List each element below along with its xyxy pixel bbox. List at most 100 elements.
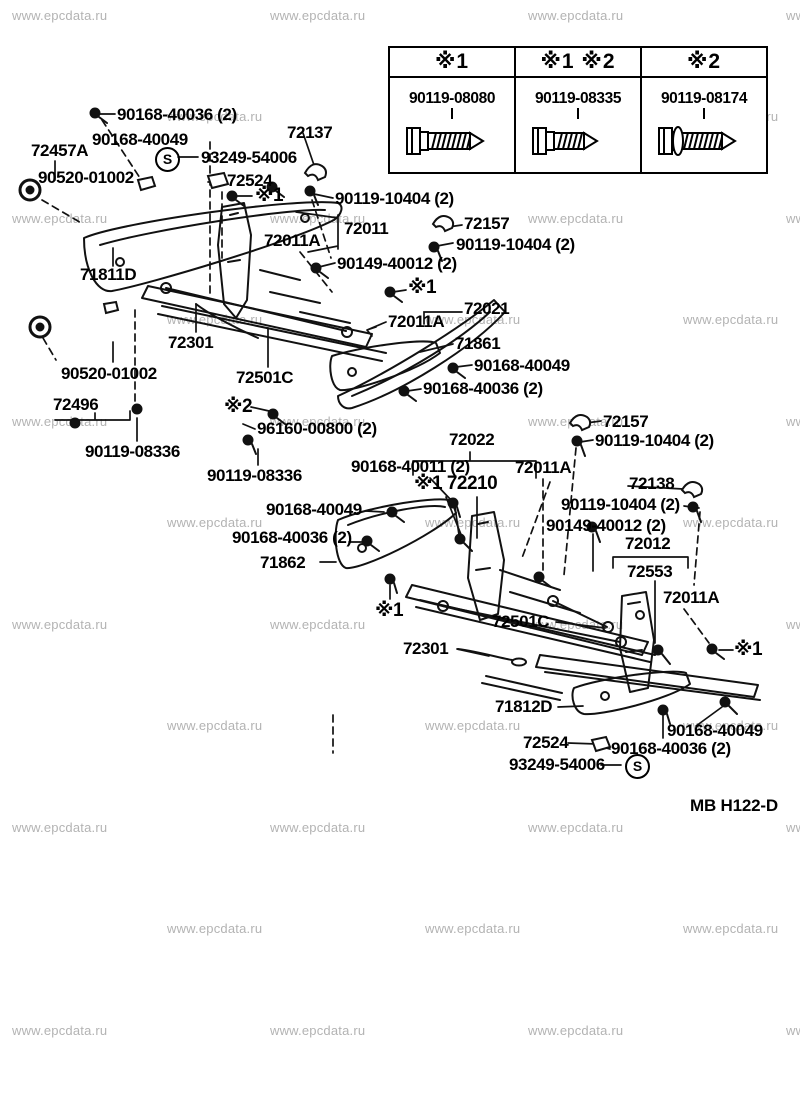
watermark-text: www.epcdata.ru: [528, 211, 624, 226]
watermark-text: www.epcdata.ru: [167, 515, 263, 530]
part-number-label: 72157: [603, 412, 649, 431]
watermark-text: www.epcdata.ru: [167, 921, 263, 936]
legend-column: ※1 ※2 90119-08335: [514, 48, 640, 172]
watermark-text: www.epcdata.ru: [167, 718, 263, 733]
part-number-label: 72501C: [492, 612, 550, 631]
part-number-label: 90149-40012 (2): [337, 254, 457, 273]
watermark-text: www.epcdata.ru: [167, 109, 263, 124]
part-number-label: 71812D: [495, 697, 553, 716]
note-marker-label: ※1: [375, 600, 404, 621]
note-marker-label: ※2: [224, 396, 253, 417]
part-number-label: 90520-01002: [38, 168, 134, 187]
bolt-markers: [69, 107, 731, 716]
part-number-label: 72021: [464, 299, 510, 318]
watermark-text: www.epcdata.ru: [12, 414, 108, 429]
watermark-text: www.epcdata.ru: [786, 617, 800, 632]
part-number-label: 72011A: [663, 588, 720, 607]
part-number-label: 72011: [344, 219, 389, 238]
part-number-label: 90168-40049: [474, 356, 570, 375]
legend-part-number: 90119-08335: [534, 89, 622, 107]
watermark-text: www.epcdata.ru: [12, 617, 108, 632]
part-number-label: 71861: [455, 334, 501, 353]
part-number-label: 72011A: [264, 231, 321, 250]
watermark-text: www.epcdata.ru: [786, 211, 800, 226]
part-number-label: 90119-10404 (2): [335, 189, 454, 208]
part-number-label: 90119-08336: [85, 442, 180, 461]
part-number-label: 72524: [523, 733, 569, 752]
legend-part-number: 90119-08080: [408, 89, 496, 107]
part-number-label: 72457A: [31, 141, 89, 160]
part-number-label: 90168-40011 (2): [351, 457, 470, 476]
legend-column-body: 90119-08335: [516, 78, 640, 172]
part-number-label: 90119-08336: [207, 466, 302, 485]
part-number-label: 72553: [627, 562, 673, 581]
part-number-label: 90168-40049: [266, 500, 362, 519]
part-number-label: 72496: [53, 395, 99, 414]
note-marker-label: ※1: [734, 639, 763, 660]
part-number-label: 93249-54006: [509, 755, 605, 774]
part-number-label: 72301: [403, 639, 449, 658]
part-number-label: 72012: [625, 534, 671, 553]
watermark-text: www.epcdata.ru: [786, 820, 800, 835]
watermark-text: www.epcdata.ru: [683, 312, 779, 327]
part-number-label: 72157: [464, 214, 510, 233]
legend-column-header: ※1 ※2: [516, 48, 640, 78]
legend-column-header: ※1: [390, 48, 514, 78]
legend-column-body: 90119-08174: [642, 78, 766, 172]
watermark-text: www.epcdata.ru: [270, 1023, 366, 1038]
diagram-code: MB H122-D: [690, 796, 778, 815]
note-marker-label: ※1: [408, 277, 437, 298]
watermark-text: www.epcdata.ru: [425, 718, 521, 733]
watermark-text: www.epcdata.ru: [270, 820, 366, 835]
assembly-front-left: [83, 201, 506, 410]
watermark-text: www.epcdata.ru: [270, 617, 366, 632]
note-marker-label: ※1: [255, 185, 284, 206]
part-number-label: 72011A: [388, 312, 445, 331]
watermark-text: www.epcdata.ru: [12, 1023, 108, 1038]
part-number-label: 72011A: [515, 458, 572, 477]
part-number-label: 90520-01002: [61, 364, 157, 383]
circled-s-symbol: S: [155, 147, 180, 172]
watermark-text: www.epcdata.ru: [425, 312, 521, 327]
watermark-text: www.epcdata.ru: [528, 8, 624, 23]
legend-pointer-line: [577, 107, 579, 119]
watermark-text: www.epcdata.ru: [786, 8, 800, 23]
part-number-label: 72137: [287, 123, 333, 142]
watermark-text: www.epcdata.ru: [12, 820, 108, 835]
watermark-text: www.epcdata.ru: [786, 1023, 800, 1038]
watermark-text: www.epcdata.ru: [528, 1023, 624, 1038]
part-number-label: 72301: [168, 333, 214, 352]
legend-pointer-line: [451, 107, 453, 119]
legend-column: ※1 90119-08080: [390, 48, 514, 172]
part-number-label: 72524: [227, 171, 273, 190]
fasteners: [18, 107, 738, 753]
legend-column: ※2 90119-08174: [640, 48, 766, 172]
legend-column-body: 90119-08080: [390, 78, 514, 172]
part-number-label: 90168-40036 (2): [611, 739, 731, 758]
part-number-label: 71811D: [80, 265, 137, 284]
part-number-label: 90168-40036 (2): [117, 105, 237, 124]
part-number-label: 90168-40036 (2): [423, 379, 543, 398]
watermark-text: www.epcdata.ru: [528, 820, 624, 835]
watermark-text: www.epcdata.ru: [786, 414, 800, 429]
part-number-label: 90168-40036 (2): [232, 528, 352, 547]
watermark-text: www.epcdata.ru: [683, 515, 779, 530]
part-number-label: 90149-40012 (2): [546, 516, 666, 535]
fastener-legend-table: ※1 90119-08080 ※1 ※2 90119-08335: [388, 46, 768, 174]
part-number-label: 90168-40049: [667, 721, 763, 740]
watermark-text: www.epcdata.ru: [683, 921, 779, 936]
watermark-text: www.epcdata.ru: [12, 211, 108, 226]
clips: [102, 163, 704, 753]
watermark-text: www.epcdata.ru: [270, 414, 366, 429]
part-number-label: 72501C: [236, 368, 294, 387]
part-number-label: 72138: [629, 474, 675, 493]
part-number-label: 90119-10404 (2): [595, 431, 714, 450]
grommets: [18, 178, 52, 339]
circled-s-symbol: S: [625, 754, 650, 779]
bolt-icon: [532, 126, 599, 155]
bolt-icon: [658, 125, 737, 156]
part-number-label: 72022: [449, 430, 495, 449]
watermark-text: www.epcdata.ru: [425, 921, 521, 936]
part-number-label: 90119-10404 (2): [561, 495, 680, 514]
